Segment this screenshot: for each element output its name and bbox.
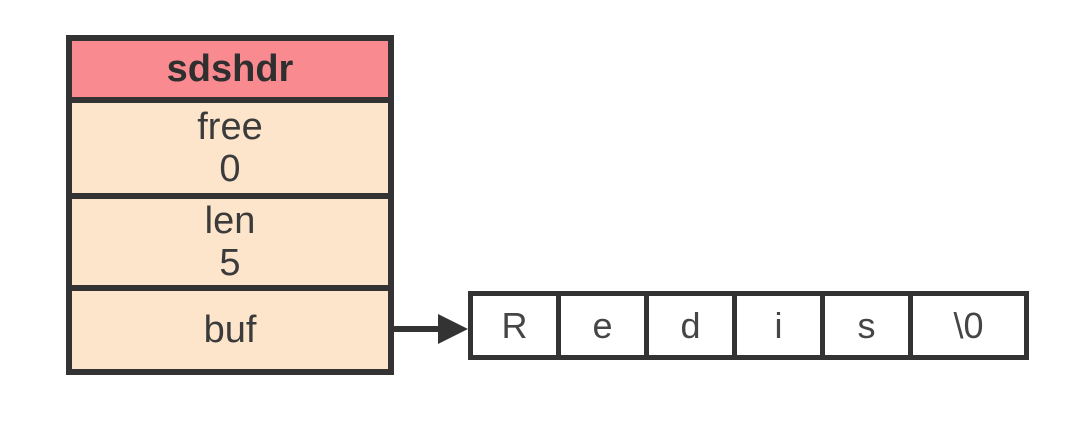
buf-pointer-arrow-head-icon <box>438 314 468 344</box>
field-name: free <box>197 106 263 148</box>
field-name: len <box>204 200 256 242</box>
char-value: d <box>680 304 701 346</box>
struct-title: sdshdr <box>166 48 294 90</box>
char-value: e <box>592 304 613 346</box>
buf-pointer-arrow-line <box>394 326 440 332</box>
char-cell: d <box>644 291 737 360</box>
char-cell-null-terminator: \0 <box>908 291 1029 360</box>
struct-header: sdshdr <box>72 41 388 97</box>
char-array: R e d i s \0 <box>468 291 1029 360</box>
char-cell: s <box>820 291 913 360</box>
char-value: R <box>501 304 528 346</box>
sdshdr-struct: sdshdr free 0 len 5 buf <box>66 35 394 375</box>
char-value: i <box>774 304 783 346</box>
char-cell: R <box>468 291 561 360</box>
char-value: s <box>857 304 876 346</box>
field-name: buf <box>203 309 257 351</box>
field-value: 0 <box>219 148 241 190</box>
char-cell: i <box>732 291 825 360</box>
struct-field-len: len 5 <box>72 193 388 285</box>
struct-field-free: free 0 <box>72 97 388 193</box>
char-cell: e <box>556 291 649 360</box>
char-value: \0 <box>953 304 984 346</box>
field-value: 5 <box>219 242 241 284</box>
struct-field-buf: buf <box>72 285 388 369</box>
